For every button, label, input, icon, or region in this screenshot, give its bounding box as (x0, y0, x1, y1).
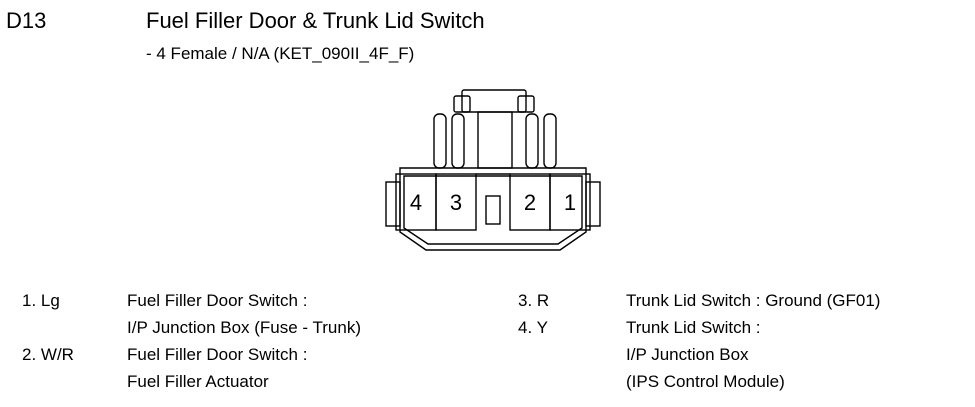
pin-4-description-line-1: Trunk Lid Switch : (626, 318, 761, 337)
connector-diagram: 4 3 2 1 (385, 89, 601, 251)
latch-right-tab (517, 95, 535, 113)
guide-post-right (543, 113, 557, 169)
pin-1-description-line-1: Fuel Filler Door Switch : (127, 291, 308, 310)
cavity-pin-3 (435, 173, 477, 231)
pin-1-description-line-2: I/P Junction Box (Fuse - Trunk) (127, 318, 361, 337)
pin-2-description-line-1: Fuel Filler Door Switch : (127, 345, 308, 364)
pin-label-3: 3 (450, 190, 462, 215)
connector-id: D13 (6, 8, 47, 33)
ear-right (585, 181, 601, 227)
pin-3-description-line-1: Trunk Lid Switch : Ground (GF01) (626, 291, 881, 310)
guide-post-left (433, 113, 447, 169)
guide-post-left-inner (451, 113, 465, 169)
connector-spec: - 4 Female / N/A (KET_090II_4F_F) (146, 44, 415, 63)
ear-left (385, 181, 401, 227)
component-title: Fuel Filler Door & Trunk Lid Switch (146, 8, 485, 33)
pin-label-4: 4 (410, 190, 422, 215)
guide-post-right-inner (525, 113, 539, 169)
pin-4-description-line-2: I/P Junction Box (626, 345, 749, 364)
cavity-pin-1 (549, 173, 591, 231)
latch-left-tab (453, 95, 471, 113)
pin-number-1: 1. Lg (22, 291, 60, 310)
pin-4-description-line-3: (IPS Control Module) (626, 372, 785, 391)
latch-top (461, 89, 527, 113)
pin-number-3: 3. R (518, 291, 550, 310)
pin-number-2: 2. W/R (22, 345, 74, 364)
latch-stem (477, 111, 513, 169)
connector-body (399, 167, 587, 251)
pin-number-4: 4. Y (518, 318, 548, 337)
pin-label-2: 2 (524, 190, 536, 215)
pin-label-1: 1 (564, 190, 576, 215)
connector-body-inner (403, 175, 583, 245)
pin-2-description-line-2: Fuel Filler Actuator (127, 372, 269, 391)
center-key (485, 195, 501, 225)
